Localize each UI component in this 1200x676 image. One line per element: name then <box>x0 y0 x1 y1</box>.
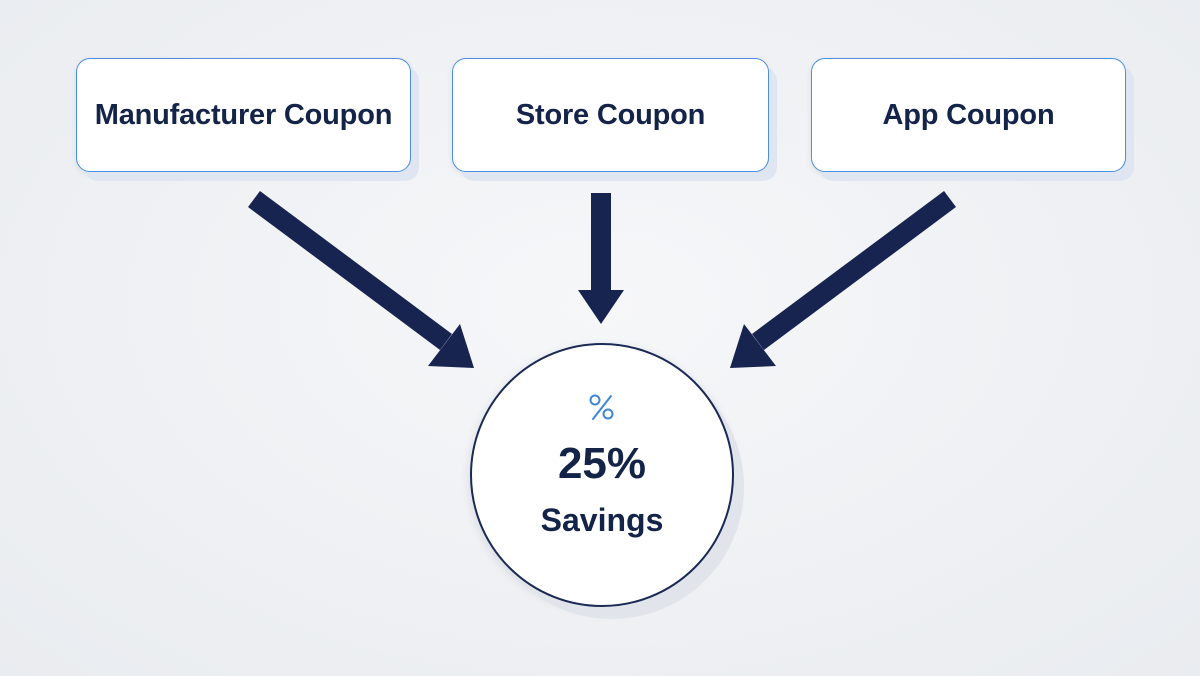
store-coupon-box[interactable]: Store Coupon <box>452 58 769 172</box>
savings-value: 25% <box>557 439 647 488</box>
app-coupon-box[interactable]: App Coupon <box>811 58 1126 172</box>
savings-result-circle: 25% Savings <box>470 343 734 607</box>
app-coupon-label: App Coupon <box>882 98 1055 131</box>
percent-icon <box>589 394 614 420</box>
arrow-manufacturer-to-savings <box>248 190 474 368</box>
arrow-app-to-savings <box>730 190 956 368</box>
manufacturer-coupon-box[interactable]: Manufacturer Coupon <box>76 58 411 172</box>
store-coupon-label: Store Coupon <box>515 98 706 131</box>
savings-label: Savings <box>540 502 664 538</box>
arrow-store-to-savings <box>578 193 624 324</box>
manufacturer-coupon-label: Manufacturer Coupon <box>94 98 393 131</box>
